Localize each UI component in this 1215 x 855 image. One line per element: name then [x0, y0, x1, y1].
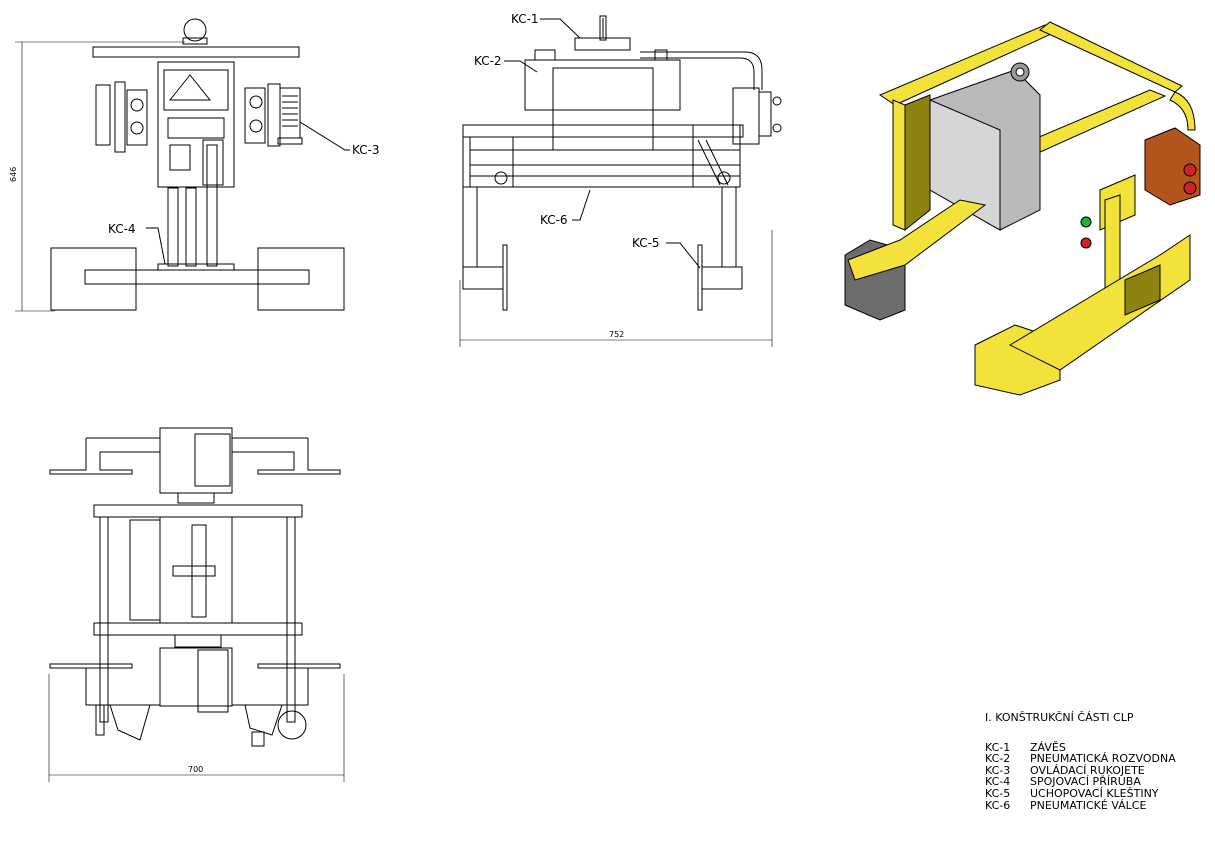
- callout-kc5: KC-5: [632, 236, 660, 250]
- legend-part-name: SPOJOVACÍ PŘÍRUBA: [1030, 775, 1141, 789]
- height-dimension-label: 646: [9, 167, 18, 182]
- legend-row: KC-1 ZÁVĚS: [985, 740, 1176, 754]
- callout-kc1: KC-1: [511, 12, 539, 26]
- legend-title: I. KONŠTRUKČNÍ ČÁSTI CLP: [985, 711, 1134, 724]
- legend-code: KC-5: [985, 786, 1011, 800]
- callout-kc3: KC-3: [352, 143, 380, 157]
- legend-code: KC-1: [985, 740, 1011, 754]
- callout-kc4: KC-4: [108, 222, 136, 236]
- callout-kc2: KC-2: [474, 54, 502, 68]
- legend-row: KC-6 PNEUMATICKÉ VÁLCE: [985, 798, 1176, 812]
- front-view: [459, 15, 782, 347]
- width-dimension-label-front: 752: [609, 330, 624, 339]
- legend-row: KC-3 OVLÁDACÍ RUKOJETE: [985, 763, 1176, 777]
- legend-code: KC-3: [985, 763, 1011, 777]
- side-view: 646: [9, 18, 350, 312]
- legend-code: KC-2: [985, 752, 1011, 766]
- callout-kc6: KC-6: [540, 213, 568, 227]
- legend-part-name: UCHOPOVACÍ KLEŠTINY: [1030, 786, 1159, 800]
- legend-part-name: PNEUMATICKÁ ROZVODNA: [1030, 752, 1176, 766]
- legend-row: KC-4 SPOJOVACÍ PŘÍRUBA: [985, 776, 1176, 788]
- legend-code: KC-4: [985, 775, 1011, 789]
- legend-part-name: PNEUMATICKÉ VÁLCE: [1030, 798, 1147, 812]
- legend-part-name: OVLÁDACÍ RUKOJETE: [1030, 763, 1145, 777]
- legend-part-name: ZÁVĚS: [1030, 740, 1066, 754]
- legend-row: KC-5 UCHOPOVACÍ KLEŠTINY: [985, 788, 1176, 800]
- legend-code: KC-6: [985, 798, 1011, 812]
- legend-row: KC-2 PNEUMATICKÁ ROZVODNA: [985, 753, 1176, 765]
- isometric-view: [844, 21, 1201, 396]
- width-dimension-label-top: 700: [188, 765, 203, 774]
- top-view: [48, 427, 345, 782]
